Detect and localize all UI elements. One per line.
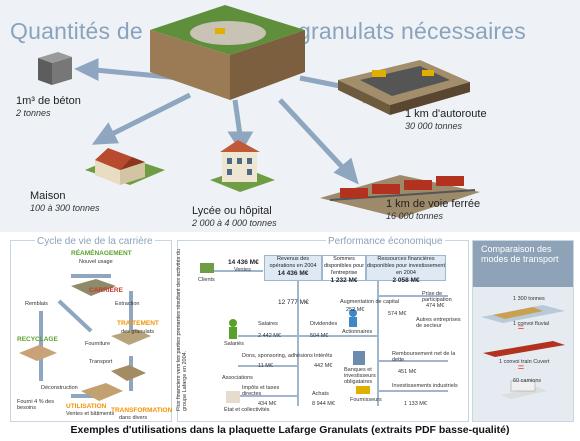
transport-tonnage: 1 300 tonnes	[513, 296, 545, 302]
item-label: 1m³ de béton	[16, 95, 81, 107]
highway-illustration	[338, 60, 470, 115]
title-left: Quantités de	[10, 18, 143, 44]
item-sub: 16 000 tonnes	[386, 211, 444, 221]
transport-trucks: 60 camions	[513, 378, 542, 384]
flow-label-dividends: Dividendes	[310, 321, 338, 327]
available-box: Sommes disponibles pour l'entreprise 1 2…	[322, 255, 366, 284]
available-box-value: 1 232 M€	[330, 277, 358, 284]
center-value: 12 777 M€	[278, 299, 309, 306]
cycle-title: Cycle de vie de la carrière	[35, 236, 155, 247]
flow-value-dividends: 504 M€	[310, 333, 329, 339]
flow-label-donations: Dons, sponsoring, adhésions	[242, 353, 313, 359]
actor-banks: Banques et investisseurs obligataires	[344, 367, 376, 385]
available-box-title: Sommes disponibles pour l'entreprise	[323, 256, 365, 276]
flow-label-salaries: Salaires	[258, 321, 278, 327]
flow-label-stake: Prise de participation	[422, 291, 452, 303]
stage-rehab-sub: Nouvel usage	[79, 259, 113, 265]
economic-performance-panel: Performance économique Flux financiers v…	[176, 236, 469, 422]
item-sub: 30 000 tonnes	[405, 121, 463, 131]
svg-text:=: =	[518, 322, 524, 334]
quarry-illustration	[150, 5, 305, 100]
transport-header	[473, 241, 573, 287]
arrow-label-deconstruction: Déconstruction	[41, 385, 78, 391]
title-right: granulats nécessaires	[298, 18, 526, 44]
clients-value: 14 436 M€	[228, 259, 259, 266]
item-label: 1 km d'autoroute	[405, 108, 487, 120]
actor-shareholders: Actionnaires	[342, 329, 373, 335]
quarry-lifecycle-panel: Cycle de vie de la carrière RÉAMÉNAGEMEN…	[10, 236, 173, 422]
economy-title: Performance économique	[326, 236, 445, 247]
revenue-box-title: Revenus des opérations en 2004	[269, 256, 317, 269]
revenue-box-value: 14 436 M€	[277, 270, 309, 277]
cycle-drawing	[19, 274, 151, 401]
flow-label-investment: Investissements industriels	[392, 383, 458, 389]
arrow-label-extraction: Extraction	[115, 301, 140, 307]
flow-label-capital: Augmentation de capital	[340, 299, 400, 305]
transport-barge: 1 convoi fluvial	[513, 321, 550, 327]
flow-value-purchases: 8 944 M€	[312, 401, 335, 407]
resources-box: Ressources financières disponibles pour …	[366, 255, 446, 284]
item-school: Lycée ou hôpital 2 000 à 4 000 tonnes	[192, 205, 277, 229]
item-label: Lycée ou hôpital	[192, 205, 272, 217]
flow-label-debt: Remboursement net de la dette	[392, 351, 456, 363]
flow-value-salaries: 2 442 M€	[258, 333, 281, 339]
item-sub: 100 à 300 tonnes	[30, 203, 100, 213]
transport-title: Comparaison des modes de transport	[481, 244, 559, 264]
flow-value-stake: 474 M€	[426, 303, 445, 309]
flow-value-interest: 442 M€	[314, 363, 333, 369]
house-illustration	[85, 148, 165, 185]
school-illustration	[210, 140, 275, 192]
actor-state: État et collectivités	[224, 407, 270, 413]
arrow-label-share: Fourni 4 % des besoins	[17, 399, 54, 411]
infographic-drawing	[38, 5, 480, 218]
aggregate-quantities-infographic: Quantités de granulats nécessaires	[0, 0, 580, 232]
stage-transformation: TRANSFORMATION	[111, 407, 173, 414]
svg-text:=: =	[518, 362, 524, 374]
actor-employees: Salariés	[224, 341, 244, 347]
item-label: Maison	[30, 190, 66, 202]
stage-use-sub: Ventes et bâtiments	[66, 411, 115, 417]
transport-drawing: = =	[481, 305, 565, 399]
stage-use: UTILISATION	[66, 403, 107, 410]
stage-rehab: RÉAMÉNAGEMENT	[71, 250, 132, 257]
flow-value-taxes: 434 M€	[258, 401, 277, 407]
clients-label: Clients	[198, 277, 215, 283]
flow-label-taxes: Impôts et taxes directes	[242, 385, 280, 397]
revenue-box: Revenus des opérations en 2004 14 436 M€	[264, 255, 322, 281]
stage-transformation-sub: dans divers	[119, 415, 148, 421]
stage-processing: TRAITEMENT	[117, 320, 159, 327]
transport-train: 1 convoi train Cuvert	[499, 359, 550, 365]
flow-label-other-companies: Autres entreprises de secteur	[416, 317, 461, 329]
flow-value-other-companies: 574 M€	[388, 311, 407, 317]
transport-comparison-panel: Comparaison des modes de transport = = 1…	[472, 240, 574, 422]
flow-lines	[200, 263, 448, 406]
concrete-cube	[38, 52, 72, 85]
actor-suppliers: Fournisseurs	[350, 397, 382, 403]
arrow-label-backfill: Remblais	[25, 301, 48, 307]
item-house: Maison 100 à 300 tonnes	[30, 190, 100, 214]
flow-label-interest: Intérêts	[314, 353, 333, 359]
railway-illustration	[320, 175, 480, 218]
item-sub: 2 000 à 4 000 tonnes	[192, 218, 277, 228]
resources-box-title: Ressources financières disponibles pour …	[367, 256, 445, 276]
caption: Exemples d'utilisations dans la plaquett…	[70, 424, 510, 436]
item-highway: 1 km d'autoroute 30 000 tonnes	[405, 108, 487, 132]
actor-associations: Associations	[222, 375, 253, 381]
flow-value-donations: 11 M€	[258, 363, 273, 369]
stage-processing-sub: des granulats	[121, 329, 155, 335]
item-railway: 1 km de voie ferrée 16 000 tonnes	[386, 198, 480, 222]
arrow-label-supply: Fourniture	[85, 341, 111, 347]
stage-quarry: CARRIÈRE	[89, 287, 123, 294]
item-label: 1 km de voie ferrée	[386, 198, 481, 210]
item-concrete: 1m³ de béton 2 tonnes	[16, 95, 81, 119]
resources-box-value: 2 058 M€	[392, 277, 420, 284]
flow-label-purchases: Achats	[312, 391, 329, 397]
clients-sub: Ventes	[234, 267, 251, 273]
stage-recycling: RECYCLAGE	[17, 336, 58, 343]
item-sub: 2 tonnes	[16, 108, 51, 118]
flow-value-capital: 252 M€	[346, 307, 365, 313]
flow-value-debt: 451 M€	[398, 369, 417, 375]
flow-value-investment: 1 133 M€	[404, 401, 427, 407]
arrow-label-transport: Transport	[89, 359, 113, 365]
